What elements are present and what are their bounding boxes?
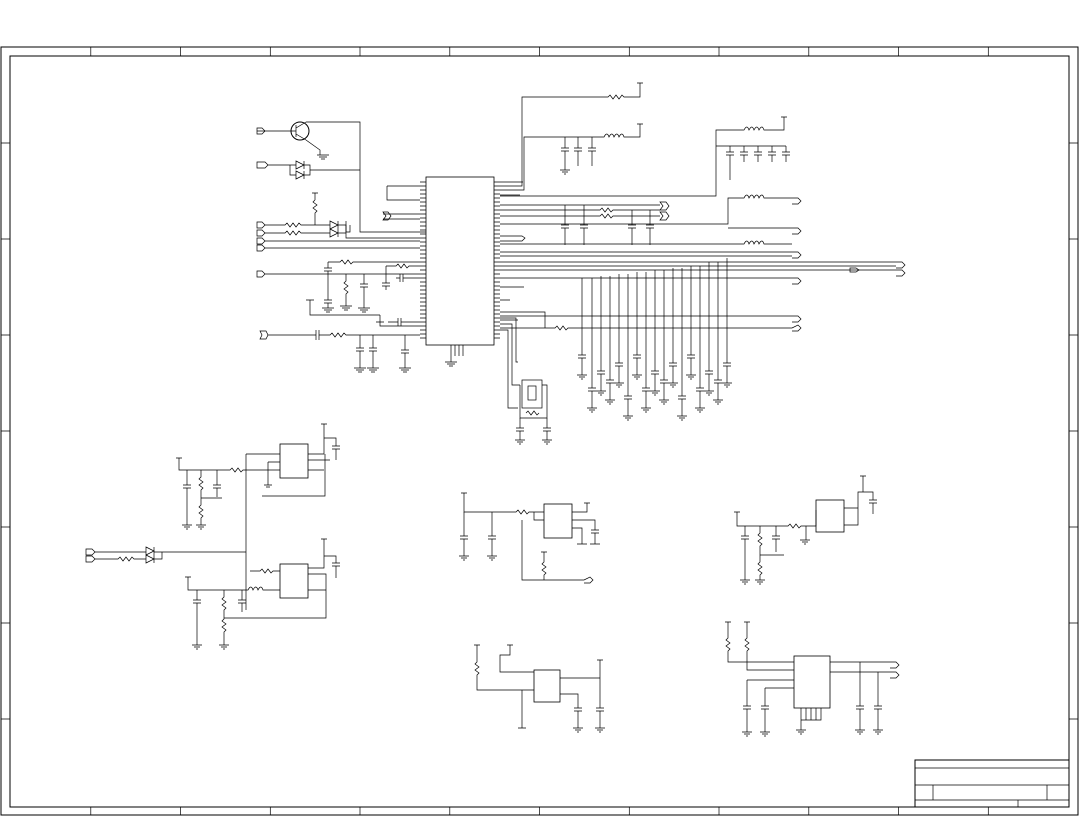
sheet-border [0, 46, 1079, 816]
regulator-right [734, 475, 877, 585]
title-block [914, 759, 1070, 808]
regulator-ic-4 [815, 499, 845, 533]
regulator-left-lower [85, 538, 340, 650]
diode-pair-symbol [289, 160, 360, 180]
zone-ticks [1, 47, 1078, 815]
regulator-ic-5 [533, 669, 561, 703]
main-ic-pins [420, 181, 500, 339]
logic-ic [793, 655, 831, 709]
input-port-2 [256, 161, 296, 169]
main-ic-block [256, 82, 906, 445]
upper-supply-nets [500, 82, 670, 245]
ic-pin-stubs [420, 181, 500, 339]
bus-capacitor-array [577, 258, 732, 421]
ic-bottom-right [725, 621, 900, 737]
input-ports-lower-left [85, 548, 96, 563]
regulator-ic-3 [543, 503, 573, 539]
analog-input-network [256, 185, 420, 313]
regulator-left-upper [176, 423, 340, 610]
input-resistor-network [256, 192, 420, 252]
regulator-ic-2 [279, 563, 309, 599]
input-port-1 [256, 127, 285, 135]
regulator-bottom-center [474, 644, 605, 733]
bus-capacitors [577, 258, 732, 421]
regulator-center [459, 492, 600, 584]
regulator-ic-1 [279, 443, 309, 479]
right-bus-nets [500, 116, 906, 332]
lower-input-chain [259, 299, 464, 373]
main-ic [425, 176, 495, 346]
crystal-oscillator [500, 317, 552, 445]
zone-tick-marks [1, 47, 1078, 815]
